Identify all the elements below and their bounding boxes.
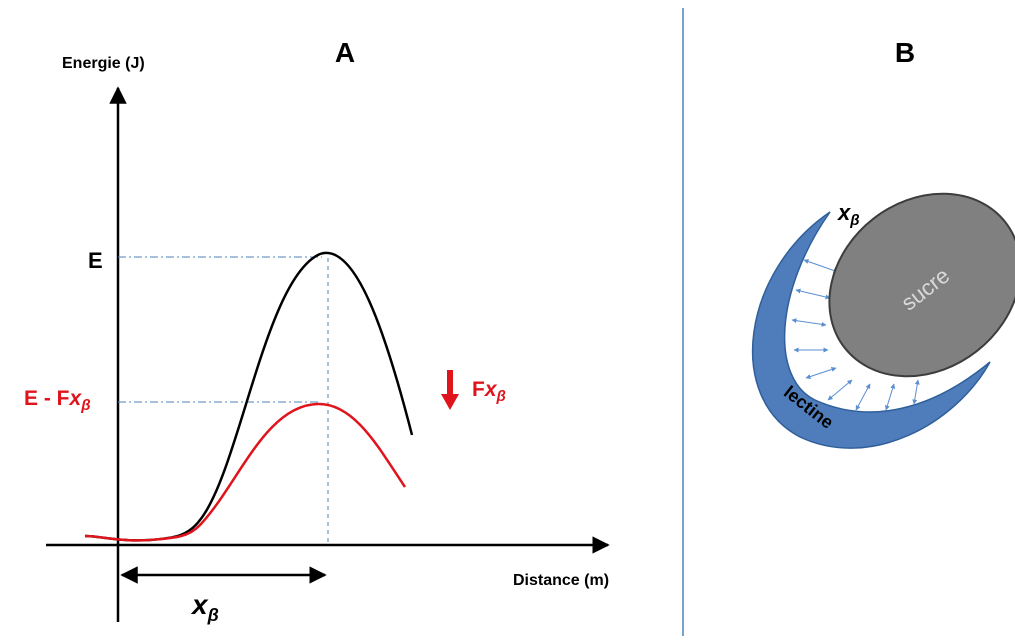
lectin-shape: [751, 211, 991, 449]
panel-a-letter: A: [335, 37, 355, 68]
energy-curve-loaded: [84, 402, 407, 542]
panel-b: B sucre lectine xβ: [751, 37, 1015, 449]
force-term-label: Fxβ: [472, 378, 506, 405]
level-high-label: E: [88, 248, 103, 273]
x-axis-label: Distance (m): [513, 572, 609, 589]
binding-arrows: [791, 259, 920, 411]
level-low-label: E - Fxβ: [24, 387, 91, 414]
panel-a: A Energie (J) Distance (m) E E - Fxβ Fxβ…: [24, 37, 610, 625]
distance-label: xβ: [190, 589, 219, 625]
sugar-shape: [828, 192, 1015, 378]
panel-b-letter: B: [895, 37, 915, 68]
force-lowering-arrow: [441, 370, 459, 410]
y-axis-label: Energie (J): [62, 55, 145, 72]
energy-curve-unloaded: [84, 251, 414, 542]
panel-b-distance-label: xβ: [837, 200, 860, 229]
